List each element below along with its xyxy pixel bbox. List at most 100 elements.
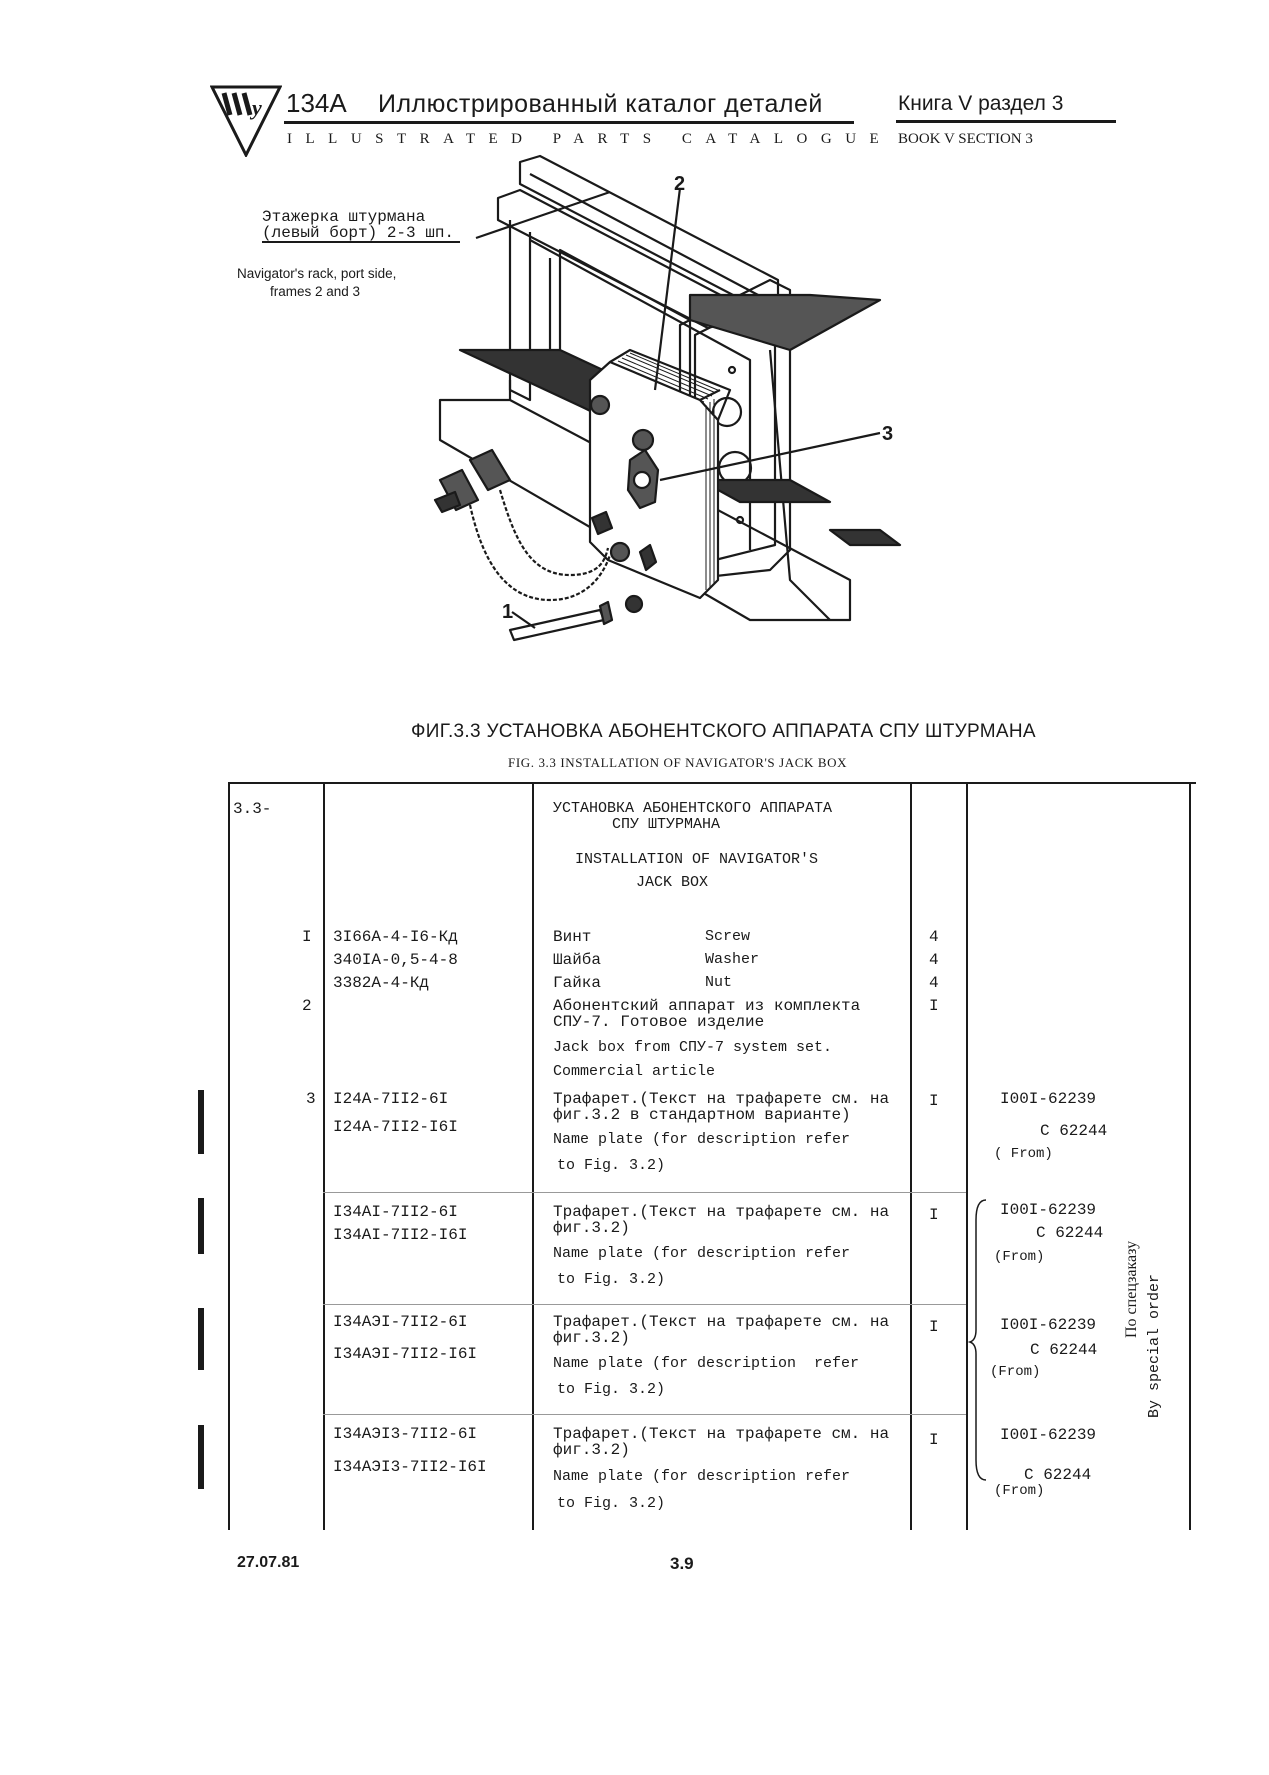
fig-label-2: 2 [674,173,685,195]
description-en: Nut [705,974,733,991]
description-ru: Шайба [553,951,602,969]
description-en: Washer [705,951,760,968]
part-number: I24A-7II2-6I [333,1090,449,1108]
part-number: 3I66A-4-I6-Кд [333,928,458,946]
description-en: Name plate (for description refer [553,1245,851,1262]
book-section-en: BOOK V SECTION 3 [898,131,1033,147]
table-row-separator [323,1414,966,1415]
table-col-line-4 [910,782,912,1530]
description-ru: фиг.3.2 в стандартном варианте) [553,1106,851,1124]
callout-rack-ru-1: Этажерка штурмана [262,208,426,226]
description-en: Screw [705,928,751,945]
part-number: 3382A-4-Кд [333,974,430,992]
effectivity: ( From) [994,1146,1053,1162]
manufacturer-logo: у [210,85,282,157]
table-col-line-6 [1189,782,1191,1530]
figure-index: 3.3- [233,800,272,818]
table-col-line-2 [323,782,325,1530]
revision-bar [198,1425,204,1489]
description-en: to Fig. 3.2) [557,1157,666,1174]
special-order-en: By special order [1146,1273,1163,1418]
callout-rack-en-2: frames 2 and 3 [270,284,361,299]
effectivity: C 62244 [1030,1341,1098,1359]
table-col-line-1 [228,782,230,1530]
svg-text:у: у [249,95,262,120]
quantity: I [929,1092,939,1110]
part-number: I34AЭI-7II2-I6I [333,1345,478,1363]
callout-rack-ru-2: (левый борт) 2-3 шп. [262,225,461,243]
description-en: Name plate (for description refer [553,1131,851,1148]
special-order-brace [968,1199,987,1481]
quantity: 4 [929,928,939,946]
figure-caption-ru: ФИГ.3.3 УСТАНОВКА АБОНЕНТСКОГО АППАРАТА … [411,721,1036,742]
catalog-code: 134A [286,88,347,118]
description-en: to Fig. 3.2) [557,1495,666,1512]
revision-date: 27.07.81 [237,1554,300,1571]
revision-bar [198,1308,204,1370]
catalog-title-en: ILLUSTRATED PARTS CATALOGUE [287,131,893,147]
description-ru: Трафарет.(Текст на трафарете см. на [553,1090,890,1108]
part-number: I34AЭI3-7II2-6I [333,1425,478,1443]
effectivity: C 62244 [1036,1224,1104,1242]
revision-bar [198,1090,204,1154]
item-number: I [302,928,312,946]
book-section-ru: Книга V раздел 3 [898,92,1064,115]
description-en: Name plate (for description refer [553,1468,851,1485]
effectivity: C 62244 [1024,1466,1092,1484]
header-book-rule [896,120,1116,123]
table-top-rule [228,782,1196,784]
description-en: Commercial article [553,1063,716,1080]
fig-label-1: 1 [502,601,513,623]
effectivity: I00I-62239 [1000,1426,1097,1444]
special-order-ru: По спецзаказу [1123,1240,1140,1338]
description-ru: Винт [553,928,592,946]
part-number: I34AЭI3-7II2-I6I [333,1458,487,1476]
part-number: I34AЭI-7II2-6I [333,1313,468,1331]
item-number: 2 [302,997,312,1015]
jack-box-installation-drawing: 2 3 1 [433,154,902,642]
effectivity: (From) [990,1364,1041,1380]
table-col-line-5 [966,782,968,1530]
catalog-title-ru: Иллюстрированный каталог деталей [378,90,823,118]
quantity: I [929,1431,939,1449]
quantity: I [929,997,939,1015]
revision-bar [198,1198,204,1254]
description-ru: фиг.3.2) [553,1219,630,1237]
fig-label-3: 3 [882,423,893,445]
description-ru: Трафарет.(Текст на трафарете см. на [553,1313,890,1331]
item-number: 3 [306,1090,316,1108]
effectivity: C 62244 [1040,1122,1108,1140]
quantity: I [929,1206,939,1224]
header-rule [284,121,854,124]
quantity: 4 [929,951,939,969]
quantity: I [929,1318,939,1336]
effectivity: I00I-62239 [1000,1201,1097,1219]
part-number: 340IA-0,5-4-8 [333,951,458,969]
quantity: 4 [929,974,939,992]
section-heading-ru-1: УСТАНОВКА АБОНЕНТСКОГО АППАРАТА [553,800,833,817]
section-heading-en-2: JACK BOX [636,874,709,891]
description-ru: СПУ-7. Готовое изделие [553,1013,765,1031]
part-number: I34AI-7II2-I6I [333,1226,468,1244]
description-en: to Fig. 3.2) [557,1381,666,1398]
description-ru: фиг.3.2) [553,1441,630,1459]
description-ru: фиг.3.2) [553,1329,630,1347]
table-row-separator [323,1304,966,1305]
table-col-line-3 [532,782,534,1530]
description-ru: Трафарет.(Текст на трафарете см. на [553,1203,890,1221]
section-heading-en-1: INSTALLATION OF NAVIGATOR'S [575,851,819,868]
part-number: I34AI-7II2-6I [333,1203,458,1221]
callout-rack-en-1: Navigator's rack, port side, [237,266,397,281]
table-row-separator [323,1192,966,1193]
description-en: Jack box from СПУ-7 system set. [553,1039,833,1056]
page-number: 3.9 [670,1554,694,1573]
section-heading-ru-2: СПУ ШТУРМАНА [612,816,721,833]
description-ru: Абонентский аппарат из комплекта [553,997,861,1015]
effectivity: (From) [994,1483,1045,1499]
effectivity: I00I-62239 [1000,1090,1097,1108]
description-en: to Fig. 3.2) [557,1271,666,1288]
description-en: Name plate (for description refer [553,1355,860,1372]
figure-caption-en: FIG. 3.3 INSTALLATION OF NAVIGATOR'S JAC… [508,755,848,770]
effectivity: (From) [994,1249,1045,1265]
description-ru: Трафарет.(Текст на трафарете см. на [553,1425,890,1443]
